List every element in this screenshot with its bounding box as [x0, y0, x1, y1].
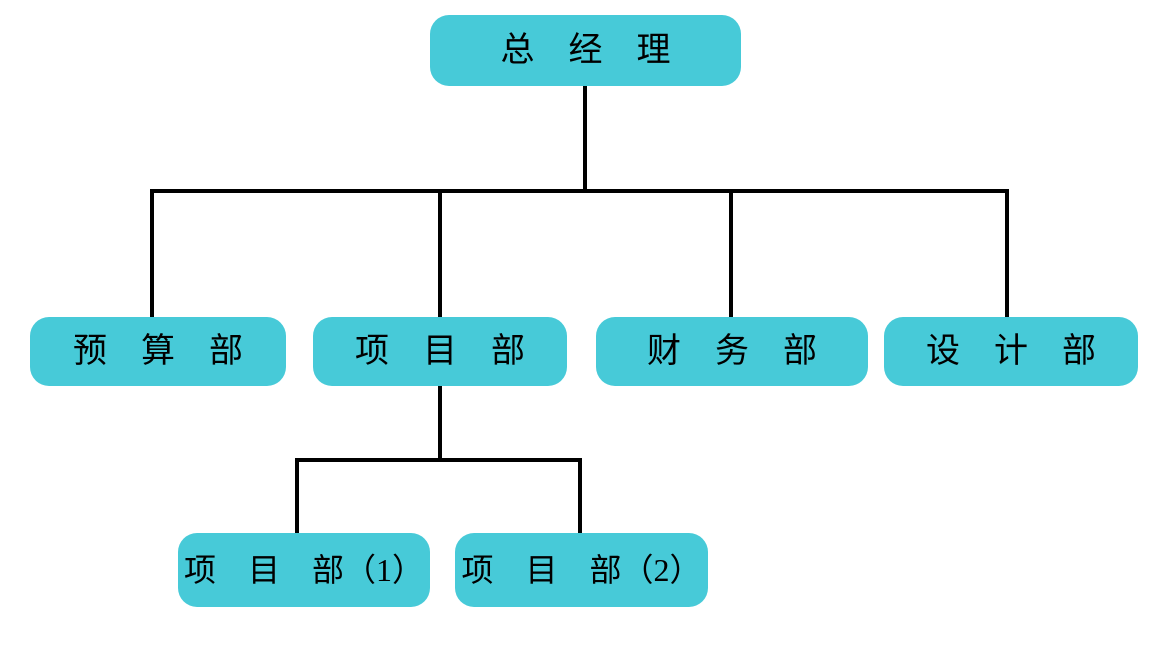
connector-to-project-dept-1: [295, 458, 299, 533]
connector-project-dept-down: [438, 386, 442, 462]
org-node-project-dept-2: 项 目 部（2）: [455, 533, 708, 607]
connector-level2-horizontal: [150, 189, 1009, 193]
connector-gm-down: [583, 86, 587, 191]
org-node-label-budget-dept: 预 算 部: [73, 332, 243, 370]
org-node-general-manager: 总 经 理: [430, 15, 741, 86]
org-node-label-general-manager: 总 经 理: [500, 31, 671, 69]
org-node-project-dept-1: 项 目 部（1）: [178, 533, 430, 607]
org-node-label-project-dept: 项 目 部: [355, 332, 525, 370]
org-node-budget-dept: 预 算 部: [30, 317, 286, 386]
org-node-label-project-dept-2: 项 目 部（2）: [461, 552, 702, 588]
connector-to-project-dept-2: [578, 458, 582, 533]
org-node-label-project-dept-1: 项 目 部（1）: [183, 552, 424, 588]
org-node-label-design-dept: 设 计 部: [926, 332, 1096, 370]
connector-to-design-dept: [1005, 189, 1009, 318]
connector-level3-horizontal: [295, 458, 582, 462]
connector-to-budget-dept: [150, 189, 154, 318]
connector-to-finance-dept: [729, 189, 733, 318]
connector-to-project-dept: [438, 189, 442, 318]
org-node-project-dept: 项 目 部: [313, 317, 567, 386]
org-node-design-dept: 设 计 部: [884, 317, 1138, 386]
org-node-finance-dept: 财 务 部: [596, 317, 868, 386]
org-node-label-finance-dept: 财 务 部: [647, 332, 817, 370]
